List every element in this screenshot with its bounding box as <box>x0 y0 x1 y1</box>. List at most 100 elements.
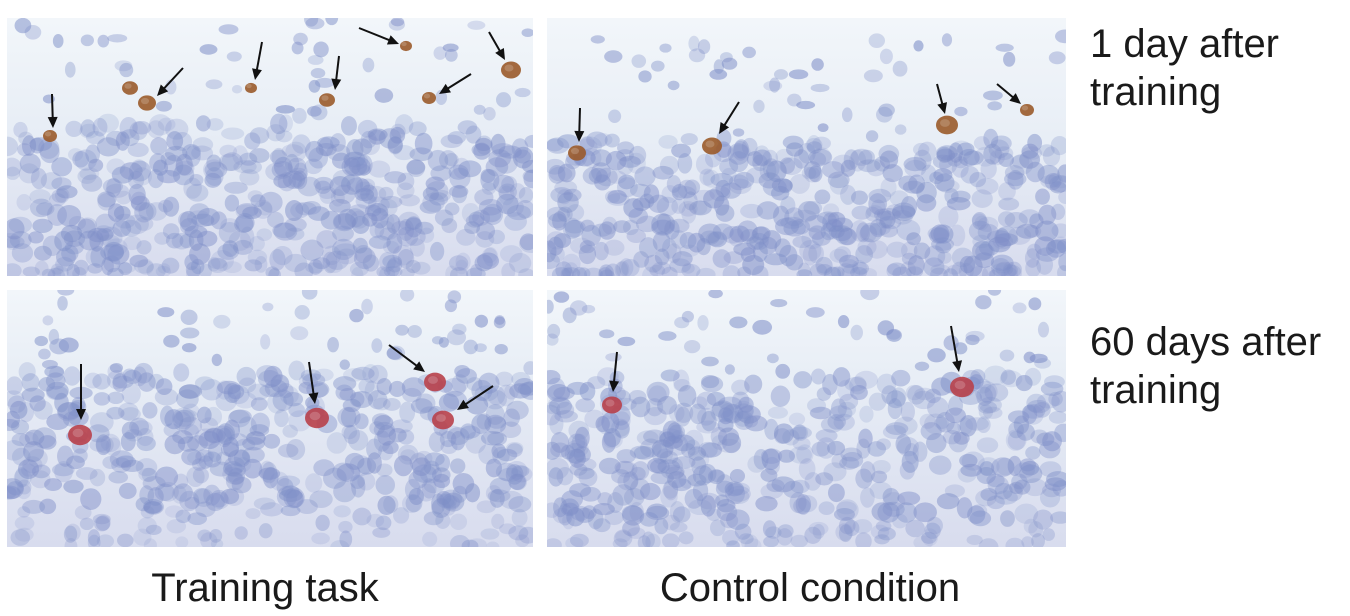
nucleus <box>495 462 519 482</box>
nucleus <box>364 204 382 217</box>
nucleus <box>44 365 65 378</box>
nucleus <box>404 478 421 501</box>
nucleus <box>696 238 711 256</box>
nucleus <box>566 439 589 458</box>
arrow-head <box>308 392 319 404</box>
arrow-head <box>574 130 585 142</box>
nucleus <box>829 174 849 195</box>
micrograph-training-60-days <box>7 290 533 547</box>
labeled-cell <box>1020 104 1034 116</box>
nucleus <box>442 377 467 397</box>
nucleus <box>17 143 32 157</box>
nucleus <box>448 185 469 198</box>
nucleus <box>711 435 728 450</box>
nucleus <box>975 489 997 507</box>
nucleus <box>697 39 711 55</box>
nucleus <box>369 222 385 239</box>
nucleus <box>623 471 639 491</box>
nucleus <box>218 221 241 244</box>
nucleus <box>508 496 532 513</box>
nucleus <box>805 138 823 152</box>
nucleus <box>1050 236 1066 250</box>
nucleus <box>119 62 134 78</box>
nucleus <box>181 342 197 353</box>
labeled-cell-highlight <box>44 131 52 137</box>
nucleus <box>102 178 123 194</box>
nucleus <box>547 252 560 270</box>
nucleus <box>619 258 634 276</box>
nucleus <box>310 67 326 79</box>
nucleus <box>547 457 570 480</box>
nucleus <box>272 389 294 412</box>
nucleus <box>123 369 142 384</box>
nucleus <box>1005 537 1025 547</box>
nucleus <box>508 525 529 541</box>
nucleus <box>701 410 717 432</box>
nucleus <box>986 495 1005 510</box>
nucleus <box>612 538 628 547</box>
nucleus <box>971 213 987 227</box>
nucleus <box>373 415 394 431</box>
nucleus <box>702 169 720 188</box>
nucleus <box>661 185 679 204</box>
nucleus <box>225 472 245 485</box>
nucleus <box>186 266 201 276</box>
nucleus <box>136 428 154 447</box>
nucleus <box>408 470 428 489</box>
nucleus <box>358 378 375 394</box>
nucleus <box>770 298 788 308</box>
nucleus <box>356 154 373 176</box>
nucleus <box>588 167 608 184</box>
nucleus <box>92 117 108 137</box>
nucleus <box>294 262 314 276</box>
nucleus <box>797 200 820 221</box>
nucleus <box>203 484 221 506</box>
nucleus <box>668 404 685 422</box>
nucleus <box>463 339 478 355</box>
nucleus <box>977 400 998 414</box>
nucleus <box>449 513 468 531</box>
nucleus <box>234 526 248 540</box>
nucleus <box>891 387 907 407</box>
nucleus <box>965 330 985 342</box>
nucleus <box>773 428 791 445</box>
nucleus <box>204 172 222 188</box>
nucleus <box>795 494 812 515</box>
nucleus <box>1050 511 1066 524</box>
nucleus <box>250 412 270 435</box>
nucleus <box>727 482 750 496</box>
nucleus <box>547 369 561 385</box>
arrow-line <box>334 55 340 83</box>
nucleus <box>316 230 338 249</box>
nucleus <box>210 211 227 230</box>
nucleus <box>349 261 369 276</box>
labeled-cell <box>950 376 974 398</box>
nucleus <box>57 402 82 420</box>
nucleus <box>318 137 334 157</box>
nucleus <box>162 223 180 240</box>
arrow-head <box>331 78 342 90</box>
nucleus <box>886 263 902 276</box>
nucleus <box>859 224 878 243</box>
nucleus <box>367 196 390 214</box>
nucleus <box>366 203 389 222</box>
nucleus <box>478 443 499 465</box>
nucleus <box>763 80 783 92</box>
nucleus <box>475 231 495 248</box>
nucleus <box>19 431 39 448</box>
arrow-line <box>488 31 502 54</box>
labeled-cell-highlight <box>504 64 514 72</box>
nucleus <box>566 381 589 395</box>
nucleus <box>594 241 609 261</box>
nucleus <box>806 141 823 154</box>
nucleus <box>509 252 532 274</box>
nucleus <box>120 407 141 422</box>
nucleus <box>886 241 908 258</box>
nucleus <box>196 230 218 247</box>
nucleus <box>160 152 177 166</box>
nucleus <box>935 240 952 254</box>
nucleus <box>557 163 576 183</box>
nucleus <box>822 373 838 396</box>
arrow-head <box>495 47 505 60</box>
nucleus <box>464 221 481 235</box>
